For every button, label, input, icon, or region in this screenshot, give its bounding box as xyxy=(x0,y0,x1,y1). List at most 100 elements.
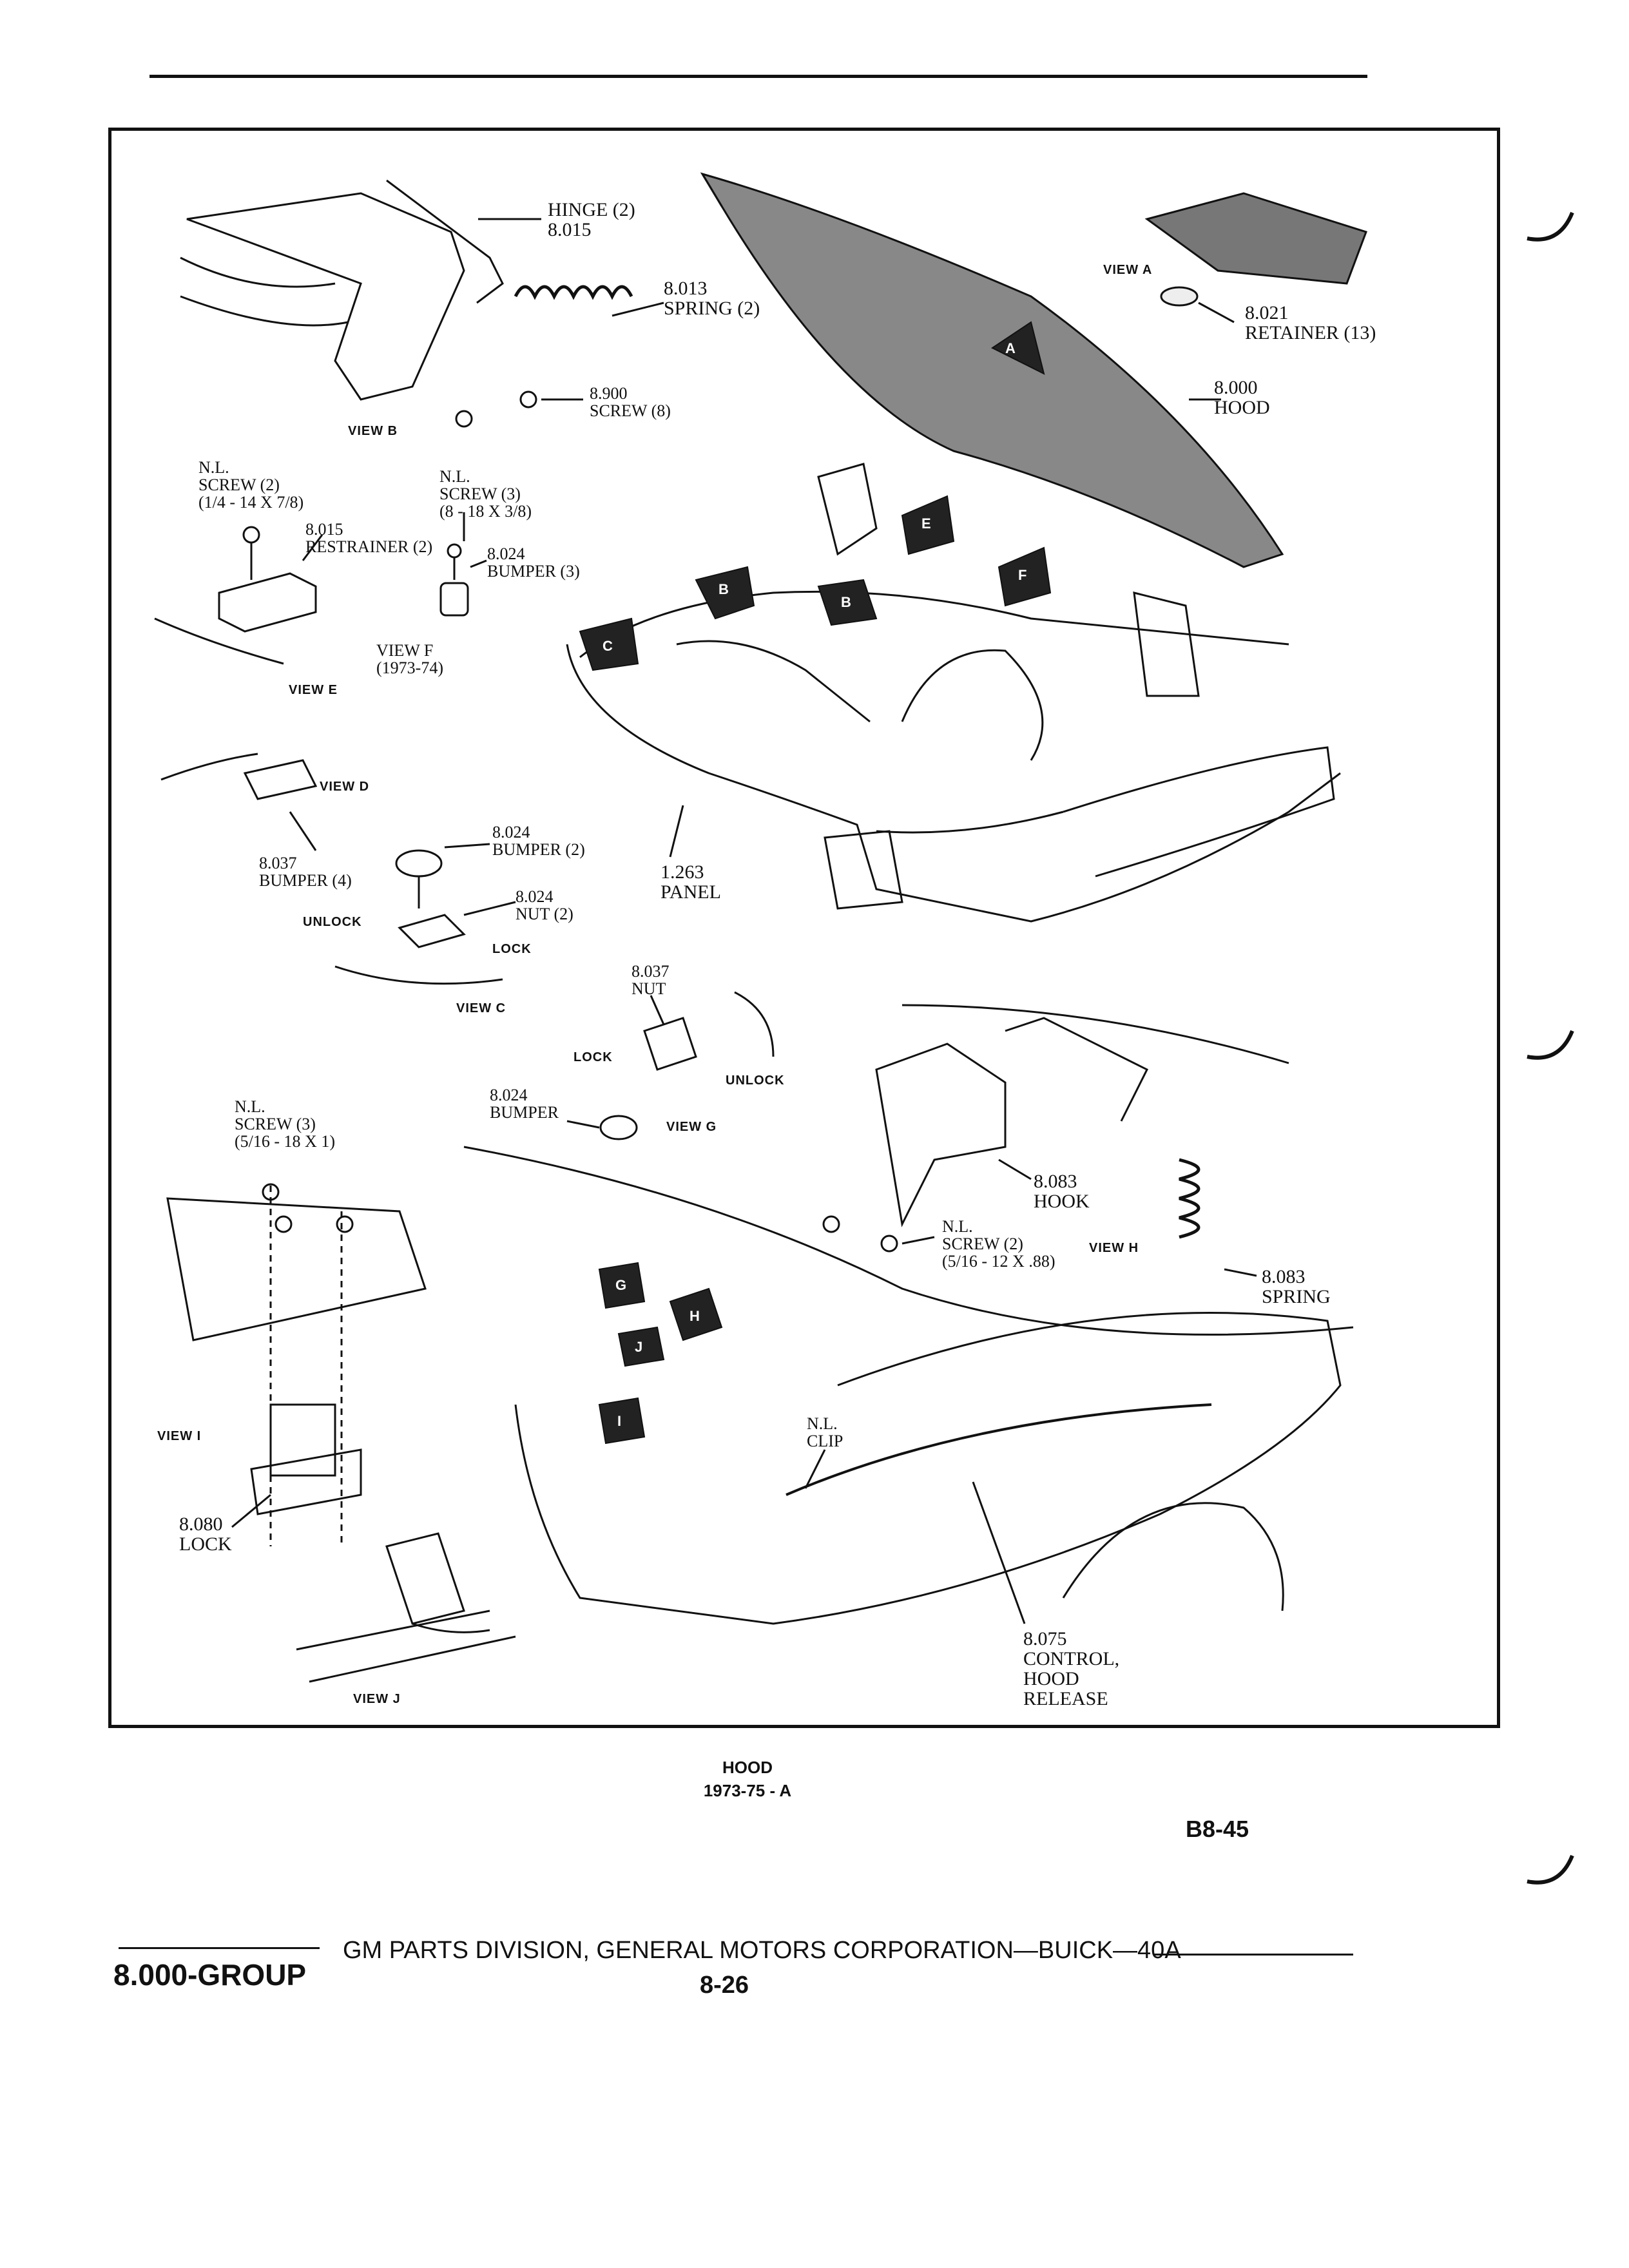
view-arrow-label: G xyxy=(615,1277,627,1293)
label-view-c: VIEW C xyxy=(456,1001,506,1015)
side-hinge xyxy=(1133,591,1200,697)
binder-mark xyxy=(1527,211,1574,242)
callout-spring-h: 8.083 SPRING xyxy=(1262,1266,1331,1307)
callout-hook: 8.083 HOOK xyxy=(1034,1171,1090,1212)
label-view-i: VIEW I xyxy=(157,1429,202,1443)
view-arrow-label: A xyxy=(1005,340,1016,356)
grille-corner xyxy=(876,811,1064,834)
label-unlock-c: UNLOCK xyxy=(303,915,362,929)
view-arrow-f xyxy=(998,546,1052,607)
radiator-support xyxy=(166,1197,427,1341)
label-view-e: VIEW E xyxy=(289,683,338,697)
spring-h xyxy=(1179,1158,1200,1239)
top-rule xyxy=(149,75,1367,78)
view-arrow-h xyxy=(669,1287,723,1341)
lock-8080 xyxy=(269,1403,336,1477)
view-a-panel xyxy=(1144,192,1367,285)
view-arrow-label: C xyxy=(602,638,613,654)
view-arrow-i xyxy=(598,1397,646,1445)
view-arrow-label: B xyxy=(841,594,851,610)
view-arrow-label: J xyxy=(635,1339,643,1355)
label-unlock-g: UNLOCK xyxy=(726,1073,785,1088)
binder-mark xyxy=(1527,1030,1574,1060)
diagram-caption-title: HOOD xyxy=(722,1758,773,1777)
label-view-j: VIEW J xyxy=(353,1692,401,1706)
view-arrow-b1 xyxy=(695,566,755,620)
view-arrow-label: F xyxy=(1018,567,1027,583)
retainer-disc xyxy=(1160,286,1199,307)
callout-nl-screw-3-a: N.L. SCREW (3) (8 - 18 x 3/8) xyxy=(439,467,532,521)
view-arrow-c xyxy=(579,617,639,671)
spring-coil xyxy=(514,285,633,300)
view-arrow-label: E xyxy=(921,515,931,532)
callout-bumper-3: 8.024 BUMPER (3) xyxy=(487,544,580,581)
bumper-d xyxy=(243,759,318,800)
label-view-f: VIEW F (1973-74) xyxy=(376,641,443,677)
view-arrow-a xyxy=(991,321,1045,375)
view-j-lock xyxy=(385,1532,465,1625)
view-arrow-b2 xyxy=(817,579,878,626)
release-cable-j xyxy=(412,1622,490,1633)
restrainer-block xyxy=(218,572,317,633)
callout-nut-g: 8.037 NUT xyxy=(631,962,670,998)
callout-hinge: HINGE (2) 8.015 xyxy=(548,199,635,240)
callout-hood: 8.000 HOOD xyxy=(1214,377,1270,418)
diagram-frame xyxy=(108,128,1500,1728)
label-view-h: VIEW H xyxy=(1089,1241,1139,1255)
view-arrow-label: B xyxy=(718,581,729,597)
label-view-b: VIEW B xyxy=(348,424,398,438)
fender-front xyxy=(566,644,1341,923)
bumper-g xyxy=(599,1115,638,1140)
front-fender-lower xyxy=(514,1312,1342,1625)
callout-nl-screw-2-b: N.L. SCREW (2) (5/16 - 12 x .88) xyxy=(942,1217,1055,1271)
screw-8-head xyxy=(519,390,537,408)
callout-retainer: 8.021 RETAINER (13) xyxy=(1245,302,1376,343)
callout-bumper-g: 8.024 BUMPER xyxy=(490,1086,559,1122)
callout-nl-screw-3-b: N.L. SCREW (3) (5/16 - 18 x 1) xyxy=(235,1097,335,1151)
binder-mark xyxy=(1527,1854,1574,1885)
fender-side xyxy=(1063,746,1335,878)
callout-lock-i: 8.080 LOCK xyxy=(179,1514,232,1555)
page-number: 8-26 xyxy=(700,1972,749,1999)
screw-8-head-2 xyxy=(455,410,473,428)
callout-nl-screw-2: N.L. SCREW (2) (1/4 - 14 x 7/8) xyxy=(198,458,304,512)
callout-screw-8: 8.900 SCREW (8) xyxy=(590,384,671,420)
footer-group: 8.000-GROUP xyxy=(113,1958,307,1992)
callout-spring: 8.013 SPRING (2) xyxy=(664,278,760,319)
view-arrow-j xyxy=(617,1326,665,1367)
label-view-d: VIEW D xyxy=(320,780,370,794)
diagram-caption-subtitle: 1973-75 - A xyxy=(703,1781,792,1800)
engine-bay xyxy=(579,590,1289,658)
callout-nut-2: 8.024 NUT (2) xyxy=(516,887,574,923)
headlamp xyxy=(824,830,903,910)
view-arrow-label: H xyxy=(689,1308,700,1324)
inner-wheelhouse xyxy=(676,640,1044,761)
hood-release-cable xyxy=(786,1403,1212,1496)
footer-publisher: GM PARTS DIVISION, GENERAL MOTORS CORPOR… xyxy=(343,1937,1181,1964)
reference-code: B8-45 xyxy=(1186,1816,1249,1842)
hood-edge xyxy=(701,173,723,207)
label-view-a: VIEW A xyxy=(1103,263,1153,277)
callout-bumper-2: 8.024 BUMPER (2) xyxy=(492,823,585,859)
label-lock-c: LOCK xyxy=(492,942,532,956)
footer-rule-right xyxy=(1153,1954,1353,1956)
bumper-3 xyxy=(439,582,469,617)
footer-rule-left xyxy=(119,1947,320,1949)
hinge-bracket xyxy=(186,192,465,401)
view-arrow-label: I xyxy=(617,1413,622,1429)
view-arrow-g xyxy=(598,1262,646,1309)
cowl-hinge xyxy=(817,463,878,556)
view-arrow-e xyxy=(901,495,955,555)
label-lock-g: LOCK xyxy=(574,1050,613,1064)
fender-edge-b xyxy=(180,256,349,327)
callout-hood-release-control: 8.075 CONTROL, HOOD RELEASE xyxy=(1023,1628,1120,1709)
callout-restrainer: 8.015 RESTRAINER (2) xyxy=(305,520,433,556)
nut-c xyxy=(398,914,466,948)
callout-bumper-4: 8.037 BUMPER (4) xyxy=(259,854,352,890)
hood-panel xyxy=(700,172,1284,568)
callout-panel: 1.263 PANEL xyxy=(660,861,721,903)
hinge-arm xyxy=(386,179,504,304)
cowl xyxy=(463,1146,1354,1336)
hook-bracket xyxy=(1005,1017,1149,1122)
